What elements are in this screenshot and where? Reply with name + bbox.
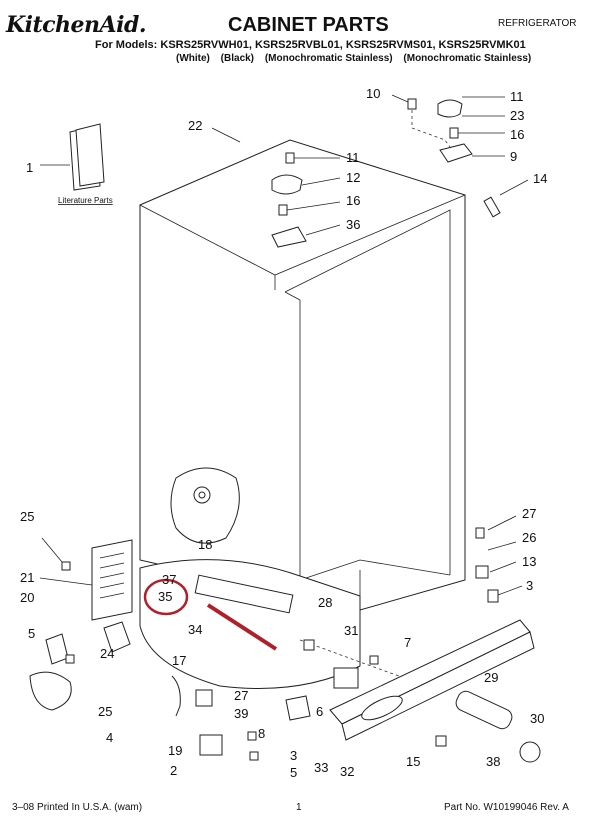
mid-hinge-assembly bbox=[271, 152, 341, 248]
callout-1: 1 bbox=[26, 160, 33, 175]
callout-24: 24 bbox=[100, 646, 114, 661]
callout-27a: 27 bbox=[522, 506, 536, 521]
callout-14: 14 bbox=[533, 171, 547, 186]
literature-parts-icon bbox=[40, 123, 105, 191]
callout-15: 15 bbox=[406, 754, 420, 769]
callout-29: 29 bbox=[484, 670, 498, 685]
leader-22 bbox=[211, 127, 241, 143]
callout-16a: 16 bbox=[510, 127, 524, 142]
callout-25b: 25 bbox=[98, 704, 112, 719]
model-list: For Models: KSRS25RVWH01, KSRS25RVBL01, … bbox=[95, 39, 526, 51]
callout-36: 36 bbox=[346, 217, 360, 232]
callout-37: 37 bbox=[162, 572, 176, 587]
callout-5a: 5 bbox=[28, 626, 35, 641]
appliance-category: REFRIGERATOR bbox=[498, 18, 577, 29]
callout-11b: 11 bbox=[346, 150, 360, 165]
callout-23: 23 bbox=[510, 108, 524, 123]
callout-18: 18 bbox=[198, 537, 212, 552]
callout-34: 34 bbox=[188, 622, 202, 637]
callout-20: 20 bbox=[20, 590, 34, 605]
callout-2: 2 bbox=[170, 763, 177, 778]
callout-26: 26 bbox=[522, 530, 536, 545]
callout-6: 6 bbox=[316, 704, 323, 719]
callout-21: 21 bbox=[20, 570, 34, 585]
callout-3b: 3 bbox=[290, 748, 297, 763]
callout-3a: 3 bbox=[526, 578, 533, 593]
callout-9: 9 bbox=[510, 149, 517, 164]
callout-25a: 25 bbox=[20, 509, 34, 524]
print-info: 3–08 Printed In U.S.A. (wam) bbox=[12, 802, 143, 813]
cabinet-shell bbox=[139, 139, 466, 611]
lower-right-parts bbox=[303, 515, 541, 763]
part-number: Part No. W10199046 Rev. A bbox=[444, 802, 569, 813]
variant-ms-1: (Monochromatic Stainless) bbox=[264, 53, 393, 64]
callout-31: 31 bbox=[344, 623, 358, 638]
variant-ms-2: (Monochromatic Stainless) bbox=[403, 53, 532, 64]
callout-19: 19 bbox=[168, 743, 182, 758]
callout-22: 22 bbox=[188, 118, 202, 133]
literature-parts-label: Literature Parts bbox=[58, 196, 113, 205]
callout-8: 8 bbox=[258, 726, 265, 741]
callout-12: 12 bbox=[346, 170, 360, 185]
callout-10: 10 bbox=[366, 86, 380, 101]
model-variants: (White) (Black) (Monochromatic Stainless… bbox=[176, 53, 539, 64]
highlight-part-35 bbox=[143, 578, 278, 651]
callout-11a: 11 bbox=[510, 89, 524, 104]
callout-38: 38 bbox=[486, 754, 500, 769]
lower-base bbox=[139, 559, 411, 689]
side-panel-vents bbox=[39, 537, 133, 621]
callout-5b: 5 bbox=[290, 765, 297, 780]
callout-17: 17 bbox=[172, 653, 186, 668]
callout-35: 35 bbox=[158, 589, 172, 604]
variant-black: (Black) bbox=[220, 53, 255, 64]
part-18-detail bbox=[170, 467, 240, 544]
callout-30: 30 bbox=[530, 711, 544, 726]
page-number: 1 bbox=[296, 802, 302, 813]
callout-27b: 27 bbox=[234, 688, 248, 703]
brand-logo: KitchenAid. bbox=[6, 12, 147, 38]
callout-32: 32 bbox=[340, 764, 354, 779]
callout-13: 13 bbox=[522, 554, 536, 569]
callout-28: 28 bbox=[318, 595, 332, 610]
lower-left-parts bbox=[29, 621, 311, 761]
callout-7: 7 bbox=[404, 635, 411, 650]
page-title: CABINET PARTS bbox=[228, 14, 389, 36]
callout-39: 39 bbox=[234, 706, 248, 721]
top-hinge-assembly bbox=[391, 94, 529, 218]
variant-white: (White) bbox=[176, 53, 210, 64]
callout-33: 33 bbox=[314, 760, 328, 775]
callout-16b: 16 bbox=[346, 193, 360, 208]
callout-4: 4 bbox=[106, 730, 113, 745]
